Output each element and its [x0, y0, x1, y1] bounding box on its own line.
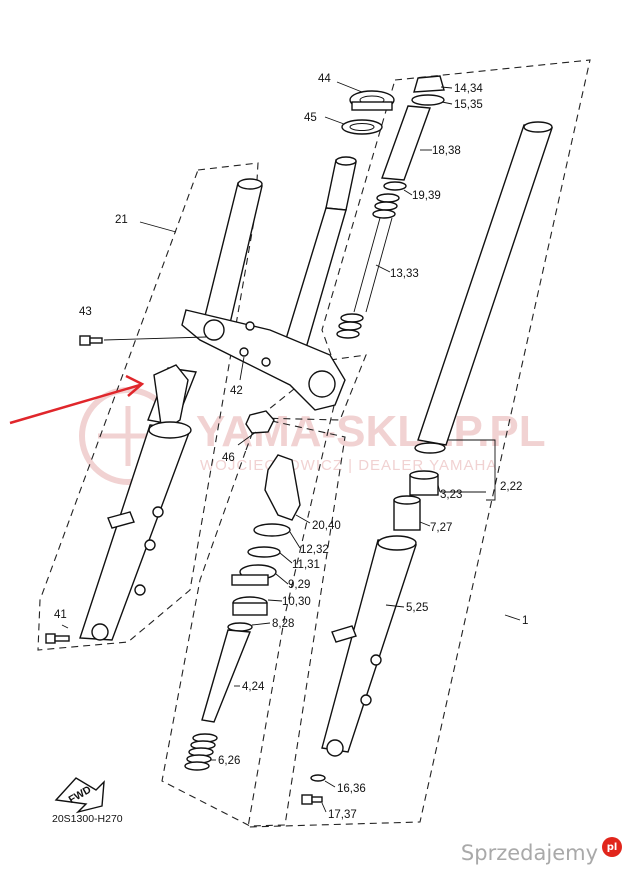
watermark-subtitle: WOJCIECHOWICZ | DEALER YAMAHA — [200, 457, 497, 474]
right-inner-parts — [393, 121, 553, 531]
seal-12-32 — [253, 523, 291, 537]
red-annotation-arrow — [9, 374, 145, 425]
left-inner-tube — [201, 182, 263, 333]
watermark-title: YAMA-SKLEP.PL — [196, 407, 546, 456]
washer-19-39 — [383, 181, 407, 191]
oring-15-35 — [411, 94, 445, 106]
callout-6-26: 6,26 — [218, 755, 240, 767]
cylinder-4-24 — [201, 629, 251, 723]
guard-20-40 — [264, 454, 301, 521]
tube-18-38 — [381, 105, 431, 181]
callout-2-22: 2,22 — [500, 481, 522, 493]
callout-4-24: 4,24 — [242, 681, 265, 693]
inner-tube-2-22 — [417, 124, 553, 446]
fork-right-group-outline — [247, 59, 591, 828]
callout-8-28: 8,28 — [272, 618, 294, 630]
callout-16-36: 16,36 — [337, 783, 366, 795]
seal-45 — [341, 119, 383, 135]
callout-17-37: 17,37 — [328, 809, 357, 821]
sprzedajemy-logo: Sprzedajemy pl — [460, 837, 622, 865]
callout-11-31: 11,31 — [292, 559, 320, 571]
callout-45: 45 — [304, 112, 317, 124]
steering-stem — [181, 156, 357, 411]
callout-3-23: 3,23 — [440, 489, 462, 501]
drawing-code: 20S1300-H270 — [52, 813, 123, 825]
cap-bolt-14-34 — [413, 75, 445, 93]
callout-43: 43 — [79, 306, 92, 318]
callout-44: 44 — [318, 73, 331, 85]
bolt-41 — [45, 633, 70, 644]
spring-6-26 — [184, 733, 218, 771]
callout-9-29: 9,29 — [288, 579, 310, 591]
bush-7-27 — [393, 499, 421, 531]
washer-16-36 — [310, 774, 326, 782]
bolt-43 — [79, 335, 103, 346]
inner-parts — [184, 454, 301, 771]
stem-upper — [325, 159, 357, 211]
outer-tube-5-25 — [321, 535, 417, 757]
callout-10-30: 10,30 — [282, 596, 311, 608]
bearing-parts — [341, 90, 395, 135]
bracket-group-outline — [256, 354, 367, 421]
callout-41: 41 — [54, 609, 67, 621]
callout-labels: 44 45 14,34 15,35 18,38 19,39 13,33 21 4… — [54, 73, 528, 821]
callout-5-25: 5,25 — [406, 602, 428, 614]
callout-18-38: 18,38 — [432, 145, 461, 157]
brand-name: Sprzedajemy — [460, 841, 598, 865]
callout-1: 1 — [522, 615, 528, 627]
fwd-direction-icon: FWD — [54, 777, 105, 814]
callout-13-33: 13,33 — [390, 268, 419, 280]
bolt-17-37 — [301, 794, 323, 805]
upper-right-parts — [336, 75, 445, 339]
callout-46: 46 — [222, 452, 235, 464]
left-outer-tube — [79, 424, 191, 641]
callout-20-40: 20,40 — [312, 520, 341, 532]
spring-13-33 — [336, 193, 400, 339]
left-fork-assembly — [79, 178, 263, 641]
nut-46 — [245, 410, 275, 434]
callout-21: 21 — [115, 214, 128, 226]
callout-7-27: 7,27 — [430, 522, 452, 534]
callout-14-34: 14,34 — [454, 83, 483, 95]
clip-11-31 — [247, 546, 281, 558]
callout-42: 42 — [230, 385, 243, 397]
leader-lines — [61, 81, 521, 813]
callout-19-39: 19,39 — [412, 190, 441, 202]
callout-12-32: 12,32 — [300, 544, 329, 556]
callout-15-35: 15,35 — [454, 99, 483, 111]
fork-left-group-outline — [37, 162, 259, 651]
brand-badge-pl: pl — [602, 837, 622, 857]
